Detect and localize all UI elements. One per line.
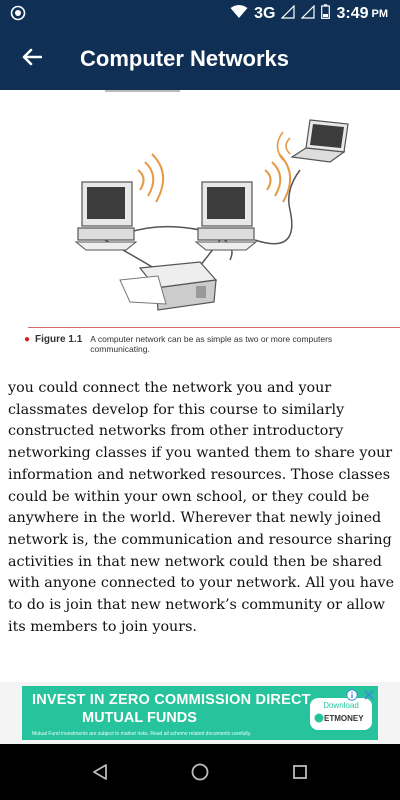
reader-content[interactable]: ● Figure 1.1 A computer network can be a… <box>0 90 400 682</box>
nav-home-button[interactable] <box>186 758 214 786</box>
back-button[interactable] <box>0 28 64 90</box>
body-paragraph: you could connect the network you and yo… <box>8 380 395 635</box>
arrow-left-icon <box>22 48 43 71</box>
ad-area: INVEST IN ZERO COMMISSION DIRECT MUTUAL … <box>0 682 400 744</box>
figure-caption: ● Figure 1.1 A computer network can be a… <box>24 334 384 354</box>
ad-download-button[interactable]: Download ETMONEY <box>310 698 372 730</box>
figure-caption-text: A computer network can be as simple as t… <box>90 334 333 354</box>
ad-brand: ETMONEY <box>324 714 364 723</box>
network-type-label: 3G <box>254 4 276 22</box>
wifi-icon <box>230 4 248 23</box>
close-icon[interactable] <box>363 688 375 700</box>
info-icon[interactable] <box>346 688 358 701</box>
ad-download-label: Download <box>323 701 359 710</box>
ad-subline: MUTUAL FUNDS <box>82 710 197 726</box>
signal-icon <box>301 4 316 23</box>
status-bar: 3G 3:49 PM <box>0 0 400 28</box>
figure-divider <box>28 327 400 328</box>
battery-icon <box>321 4 331 23</box>
nav-recents-button[interactable] <box>286 758 314 786</box>
bullet-icon: ● <box>24 334 31 345</box>
sync-icon <box>10 5 26 26</box>
figure: ● Figure 1.1 A computer network can be a… <box>0 90 400 376</box>
ad-banner[interactable]: INVEST IN ZERO COMMISSION DIRECT MUTUAL … <box>22 686 378 740</box>
ad-disclaimer: Mutual Fund investments are subject to m… <box>32 731 252 737</box>
signal-icon <box>281 4 296 23</box>
figure-number: Figure 1.1 <box>35 334 83 345</box>
ad-headline: INVEST IN ZERO COMMISSION DIRECT <box>32 692 311 708</box>
brand-logo-icon <box>314 713 324 725</box>
app-bar: Computer Networks <box>0 28 400 90</box>
clock-ampm: PM <box>371 7 389 20</box>
clock-time: 3:49 <box>336 4 369 22</box>
system-nav-bar <box>0 744 400 800</box>
nav-back-button[interactable] <box>86 758 114 786</box>
network-illustration <box>74 90 349 311</box>
page-title: Computer Networks <box>80 46 290 71</box>
